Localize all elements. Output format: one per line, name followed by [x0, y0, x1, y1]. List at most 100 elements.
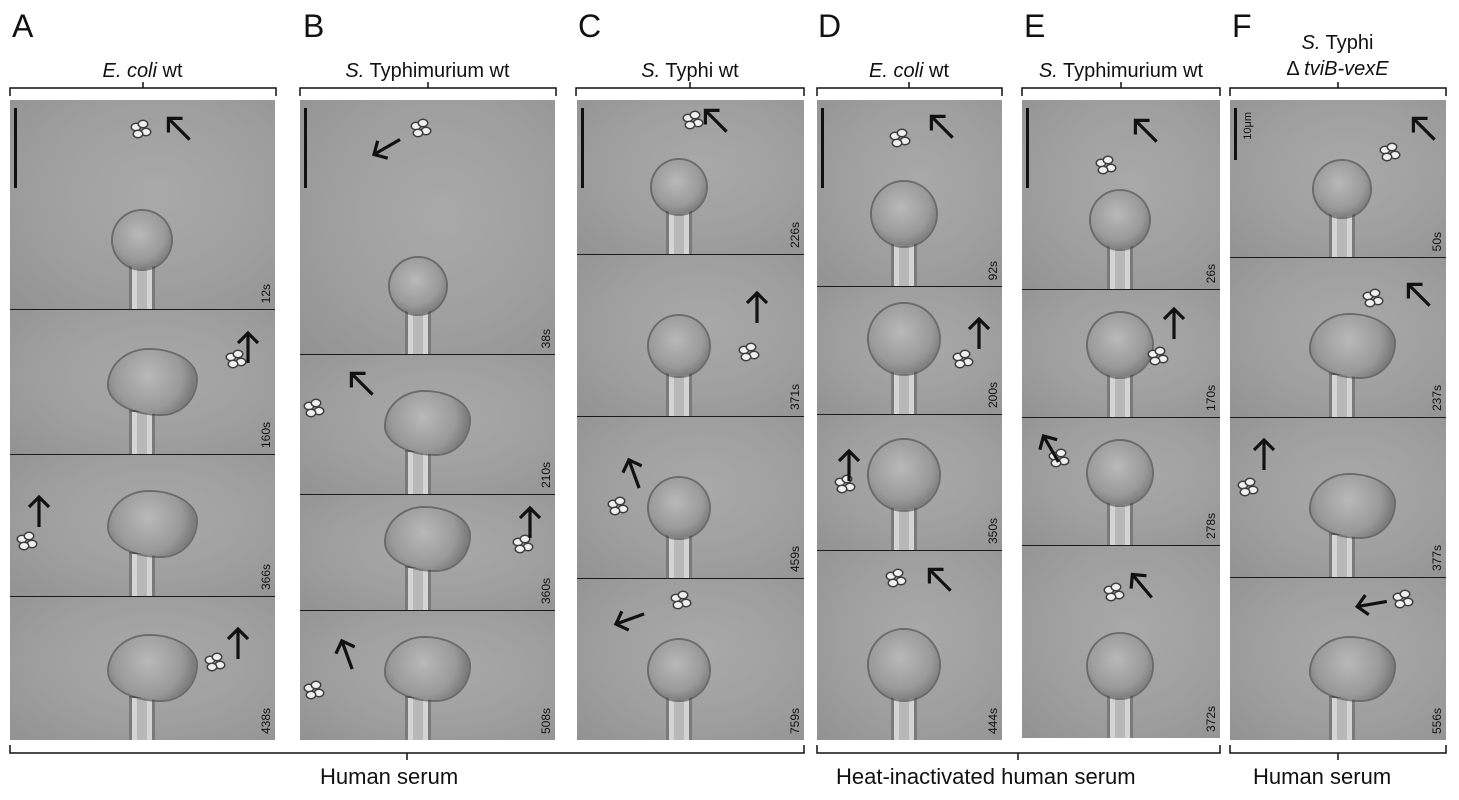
micrograph-frame: 170s: [1022, 290, 1220, 418]
micrograph-frame: 366s: [10, 455, 275, 597]
arrow-icon: [372, 137, 402, 160]
timestamp-label: 237s: [1430, 384, 1444, 411]
micropipette: [891, 370, 917, 414]
bacteria-cluster: [1148, 347, 1171, 364]
timestamp-label: 366s: [259, 563, 273, 590]
arrow-icon: [1354, 593, 1388, 616]
timestamp-label: 26s: [1204, 263, 1218, 283]
arrow-icon: [1252, 437, 1276, 470]
arrow-icon: [333, 638, 355, 670]
bacteria-cluster: [740, 344, 762, 361]
panel-title-a: E. coli wt: [102, 60, 183, 82]
micrograph-frame: 278s: [1022, 418, 1220, 546]
timestamp-label: 759s: [788, 707, 802, 734]
group-label-human-serum-1: Human serum: [320, 764, 459, 789]
panel-letter-b: B: [303, 8, 325, 44]
micrograph-frame: 444s: [817, 551, 1002, 740]
bacteria-cluster: [887, 569, 909, 586]
arrow-icon: [237, 331, 260, 364]
micrograph-frame: 508s: [300, 611, 555, 740]
timestamp-label: 371s: [788, 383, 802, 410]
micropipette: [404, 566, 431, 610]
arrow-icon: [226, 626, 249, 659]
bacteria-cluster: [953, 351, 976, 367]
micrograph-frame: 759s: [577, 579, 804, 740]
arrow-icon: [745, 291, 769, 324]
scale-bar-label: 10μm: [1242, 112, 1254, 140]
timestamp-label: 556s: [1430, 707, 1444, 734]
micropipette: [404, 310, 431, 354]
bacteria-cluster: [412, 120, 434, 137]
arrow-icon: [1411, 116, 1436, 141]
micrograph-frame: 26s: [1022, 100, 1220, 290]
bacteria-cluster: [17, 533, 40, 550]
panel-title-b: S. Typhimurium wt: [345, 60, 510, 82]
arrow-icon: [927, 567, 952, 592]
timestamp-label: 350s: [986, 517, 1000, 544]
micrograph-frame: 92s: [817, 100, 1002, 287]
arrow-icon: [929, 114, 954, 139]
arrow-icon: [27, 494, 51, 527]
group-label-heat-inactivated: Heat-inactivated human serum: [836, 764, 1136, 789]
neutrophil-cell: [389, 258, 446, 314]
arrow-icon: [518, 505, 542, 538]
bacteria-cluster: [1097, 157, 1119, 173]
neutrophil-cell: [869, 630, 939, 700]
timestamp-label: 459s: [788, 545, 802, 572]
micropipette: [1107, 694, 1134, 738]
panel-letter-a: A: [12, 8, 34, 44]
micropipette: [1107, 245, 1134, 289]
neutrophil-cell: [109, 350, 196, 414]
arrow-icon: [703, 108, 728, 133]
neutrophil-cell: [385, 638, 470, 700]
bacteria-cluster: [608, 498, 631, 514]
arrow-icon: [1129, 572, 1153, 599]
micrograph-frame: 372s: [1022, 546, 1220, 738]
micropipette: [665, 372, 692, 416]
micrograph-frame: 226s: [577, 100, 804, 255]
arrow-icon: [837, 448, 861, 481]
bacteria-cluster: [514, 535, 536, 552]
timestamp-label: 210s: [539, 461, 553, 488]
bacteria-cluster: [227, 350, 249, 367]
micropipette: [404, 450, 431, 494]
neutrophil-cell: [1088, 441, 1153, 505]
micrograph-frame: 50s 10μm: [1230, 100, 1446, 258]
neutrophil-cell: [648, 640, 709, 700]
arrow-icon: [1038, 434, 1060, 464]
panel-letter-f: F: [1232, 8, 1252, 44]
micropipette: [891, 696, 917, 740]
bacteria-cluster: [672, 591, 694, 608]
micropipette: [129, 552, 156, 596]
bacteria-cluster: [683, 112, 706, 129]
arrow-icon: [967, 316, 990, 349]
panel-title-c: S. Typhi wt: [641, 60, 739, 82]
micrograph-frame: 200s: [817, 287, 1002, 415]
arrow-icon: [613, 610, 645, 632]
arrow-icon: [167, 117, 192, 142]
neutrophil-cell: [109, 492, 196, 556]
neutrophil-cell: [648, 316, 709, 376]
micropipette: [129, 696, 156, 740]
micrograph-frame: 377s: [1230, 418, 1446, 578]
micrograph-frame: 160s: [10, 310, 275, 455]
micropipette: [1329, 696, 1356, 740]
neutrophil-cell: [648, 478, 709, 538]
neutrophil-cell: [113, 211, 172, 269]
timestamp-label: 170s: [1204, 384, 1218, 411]
bacteria-cluster: [1381, 144, 1403, 161]
scale-bar: [581, 108, 584, 188]
neutrophil-cell: [1088, 313, 1153, 377]
micropipette: [129, 410, 156, 454]
timestamp-label: 50s: [1430, 231, 1444, 251]
bacteria-cluster: [131, 121, 154, 137]
bacteria-cluster: [891, 129, 913, 146]
micropipette: [1107, 373, 1134, 417]
micropipette: [891, 506, 917, 550]
neutrophil-cell: [1314, 161, 1371, 217]
